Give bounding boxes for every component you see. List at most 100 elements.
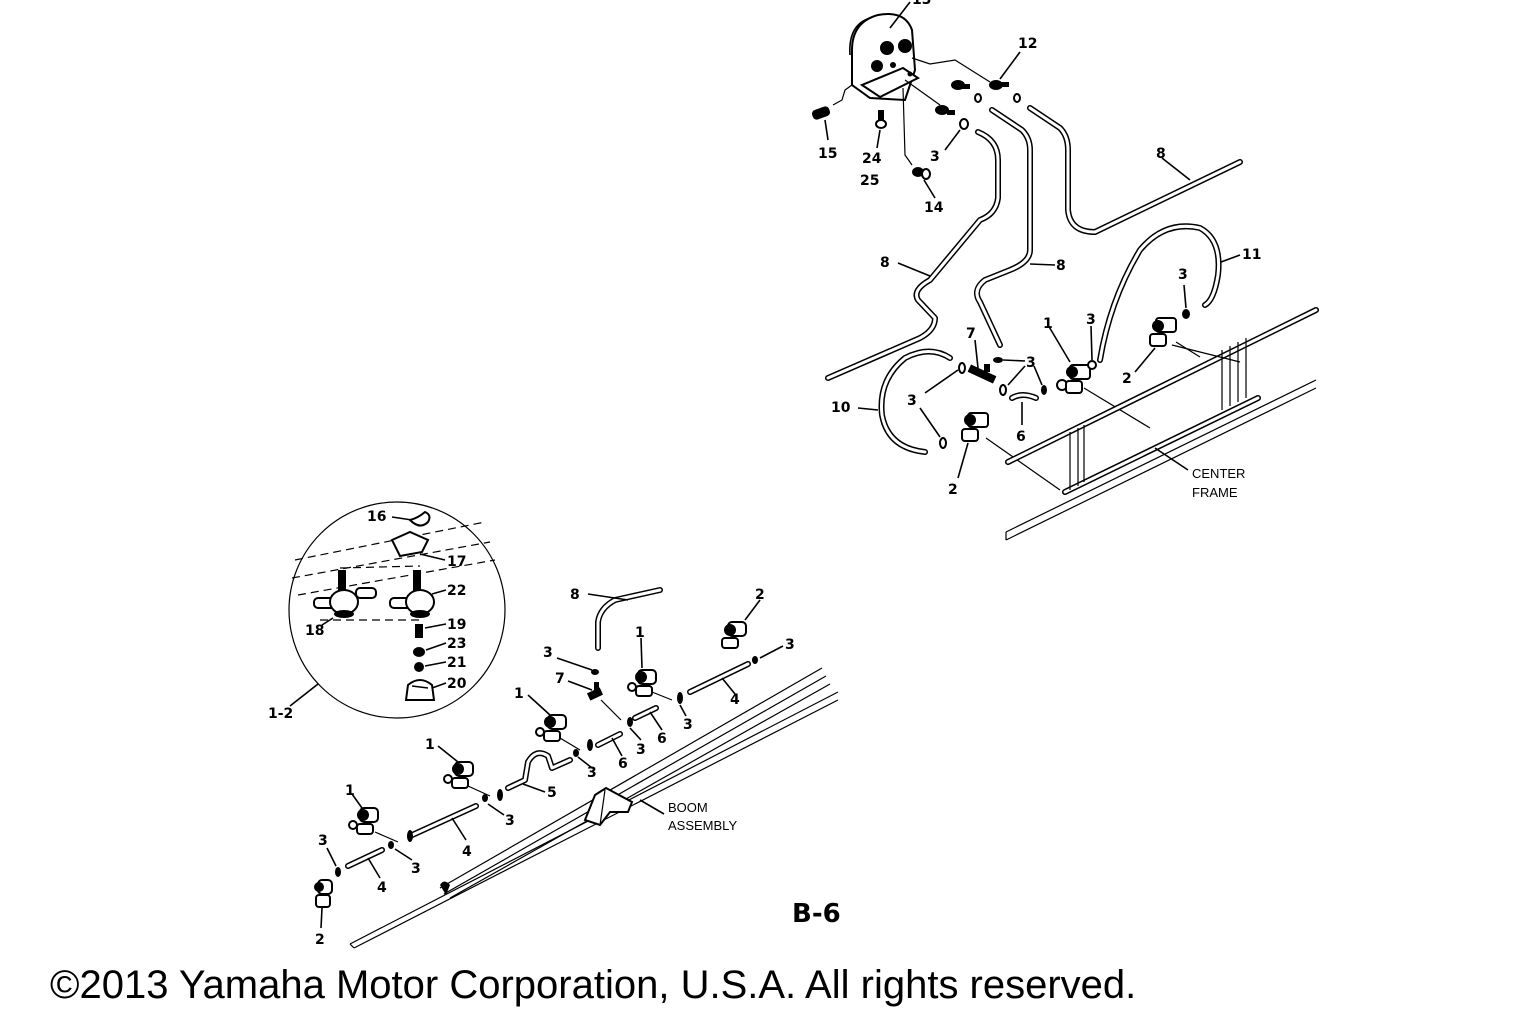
hose-5[interactable] bbox=[505, 750, 573, 791]
fitting-b[interactable] bbox=[935, 105, 955, 115]
clamp-3-a[interactable] bbox=[591, 669, 599, 675]
hose-8-boom[interactable] bbox=[595, 587, 663, 651]
label-2-top: 2 bbox=[755, 587, 765, 603]
label-7-boom: 7 bbox=[555, 671, 565, 687]
label-center: CENTER bbox=[1192, 466, 1245, 481]
hose-10[interactable] bbox=[878, 348, 953, 455]
label-boom: BOOM bbox=[668, 800, 708, 815]
parts-diagram: 13 1 2 15 2 4 25 bbox=[268, 0, 1319, 949]
label-3-f: 3 bbox=[505, 813, 515, 829]
seal-23[interactable] bbox=[413, 647, 425, 657]
clamp-3-j[interactable] bbox=[335, 867, 341, 877]
filter-19[interactable] bbox=[415, 624, 423, 638]
nozzle-2-bottom[interactable] bbox=[961, 412, 989, 442]
hose-4-c[interactable] bbox=[345, 847, 385, 869]
label-8-left: 8 bbox=[880, 255, 890, 271]
hose-6-b[interactable] bbox=[595, 731, 623, 748]
nozzle-body-22[interactable] bbox=[389, 570, 435, 618]
label-1-2: 1-2 bbox=[268, 706, 293, 722]
clamp-small bbox=[1041, 385, 1047, 395]
label-2-bottom: 2 bbox=[315, 932, 325, 948]
label-6: 6 bbox=[1016, 429, 1026, 445]
label-6-a: 6 bbox=[657, 731, 667, 747]
plug-15[interactable] bbox=[811, 105, 831, 121]
label-8-middle: 8 bbox=[1056, 258, 1066, 274]
label-3: 3 bbox=[930, 149, 940, 165]
tee-7[interactable] bbox=[967, 364, 997, 384]
label-3-g: 3 bbox=[411, 861, 421, 877]
nozzle-detail-view: 16 17 18 22 19 bbox=[268, 501, 506, 722]
clamp-3-e[interactable] bbox=[573, 749, 579, 757]
clamp-small bbox=[974, 93, 982, 103]
label-13: 13 bbox=[912, 0, 931, 8]
hose-8[interactable] bbox=[825, 129, 1001, 381]
clamp-small bbox=[1013, 93, 1021, 103]
clamp-3-g[interactable] bbox=[482, 794, 488, 802]
nozzle-2-bottom-boom[interactable] bbox=[314, 879, 333, 908]
label-3-top: 3 bbox=[785, 637, 795, 653]
hose-6[interactable] bbox=[1009, 392, 1039, 401]
clamp-3-h[interactable] bbox=[407, 830, 413, 842]
hose-6-a[interactable] bbox=[632, 705, 659, 721]
label-8-right: 8 bbox=[1156, 146, 1166, 162]
nozzle-2-right[interactable] bbox=[1149, 317, 1177, 347]
label-2-right: 2 bbox=[1122, 371, 1132, 387]
label-25: 25 bbox=[860, 173, 879, 189]
center-frame[interactable] bbox=[1005, 307, 1319, 541]
clamp-3-d[interactable] bbox=[587, 739, 593, 751]
label-1-c: 1 bbox=[514, 686, 524, 702]
label-frame: FRAME bbox=[1192, 485, 1238, 500]
label-8: 8 bbox=[570, 587, 580, 603]
label-6-b: 6 bbox=[618, 756, 628, 772]
clamp-3-i[interactable] bbox=[388, 841, 394, 849]
tip-21[interactable] bbox=[414, 662, 424, 672]
cap-20[interactable] bbox=[404, 679, 436, 701]
clamp-3-c[interactable] bbox=[627, 717, 633, 727]
label-10: 10 bbox=[831, 400, 851, 416]
nozzle-1-c[interactable] bbox=[535, 714, 567, 742]
label-16: 16 bbox=[367, 509, 386, 525]
tee-7-boom[interactable] bbox=[586, 682, 604, 701]
clamp-3-upper[interactable] bbox=[1087, 360, 1097, 370]
nozzle-1[interactable] bbox=[1056, 364, 1091, 394]
clamp-3-f[interactable] bbox=[497, 789, 503, 801]
boom-assembly[interactable] bbox=[349, 667, 839, 949]
hose-4-top[interactable] bbox=[687, 661, 751, 695]
nozzle-body-18[interactable] bbox=[313, 570, 377, 618]
pump-assembly[interactable] bbox=[849, 13, 920, 102]
label-3-right: 3 bbox=[1178, 267, 1188, 283]
nozzle-1-b[interactable] bbox=[627, 669, 657, 697]
screw-14[interactable] bbox=[912, 167, 931, 180]
hose-4-b[interactable] bbox=[407, 803, 479, 839]
fitting-a[interactable] bbox=[951, 80, 970, 90]
fitting-12[interactable] bbox=[989, 80, 1009, 90]
label-3-c: 3 bbox=[636, 742, 646, 758]
hose-11[interactable] bbox=[1097, 223, 1222, 363]
label-15: 15 bbox=[818, 146, 837, 162]
bracket-17[interactable] bbox=[390, 530, 430, 558]
label-4-a: 4 bbox=[730, 692, 740, 708]
nozzle-1-d[interactable] bbox=[348, 807, 379, 835]
label-3-a: 3 bbox=[543, 645, 553, 661]
label-3-b: 3 bbox=[683, 717, 693, 733]
hose-8[interactable] bbox=[973, 107, 1033, 348]
nozzle-2-top[interactable] bbox=[721, 621, 747, 649]
label-23: 23 bbox=[447, 636, 466, 652]
clamp-3-left[interactable] bbox=[958, 362, 966, 374]
clamp-small bbox=[999, 384, 1007, 396]
label-11: 11 bbox=[1242, 247, 1261, 263]
label-assembly: ASSEMBLY bbox=[668, 818, 737, 833]
label-22: 22 bbox=[447, 583, 466, 599]
clamp-3-right[interactable] bbox=[1182, 309, 1190, 319]
clamp-3-top[interactable] bbox=[752, 656, 758, 664]
clamp-3[interactable] bbox=[959, 118, 969, 130]
clamp-small bbox=[993, 357, 1003, 363]
label-19: 19 bbox=[447, 617, 466, 633]
nozzle-1-a[interactable] bbox=[443, 761, 474, 789]
bolt-24[interactable] bbox=[875, 110, 887, 129]
clamp-3-left-b[interactable] bbox=[939, 437, 947, 449]
wing-nut-16[interactable] bbox=[408, 510, 431, 527]
clamp-3-b[interactable] bbox=[677, 692, 683, 704]
hose-8[interactable] bbox=[1027, 105, 1243, 235]
label-21: 21 bbox=[447, 655, 466, 671]
